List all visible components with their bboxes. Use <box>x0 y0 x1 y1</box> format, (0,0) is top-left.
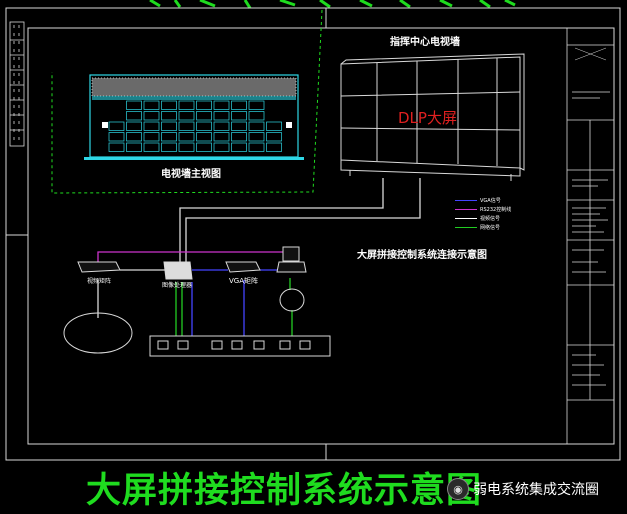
page-title: 大屏拼接控制系统示意图 <box>86 471 483 511</box>
video-matrix-label: 视频矩阵 <box>87 278 112 285</box>
legend-swatch <box>455 226 477 229</box>
devices <box>63 246 307 354</box>
wechat-icon: ◉ <box>447 478 469 500</box>
legend-swatch <box>455 217 477 220</box>
tv-wall-front-view <box>84 74 304 160</box>
title-block <box>566 28 614 444</box>
legend: VGA信号 RS232控制线 视频信号 网络信号 <box>455 196 511 232</box>
vga-matrix-label: VGA矩阵 <box>229 277 259 285</box>
legend-swatch <box>455 208 477 211</box>
connection-lines <box>97 178 421 336</box>
legend-swatch <box>455 199 477 202</box>
dlp-wall-header: 指挥中心电视墙 <box>390 37 460 48</box>
legend-label: VGA信号 <box>480 198 501 204</box>
splice-processor-label: 图像处理器 <box>162 282 193 289</box>
dlp-wall <box>340 53 525 181</box>
dlp-screen-label: DLP大屏 <box>398 109 457 127</box>
legend-label: 网络信号 <box>480 225 501 231</box>
legend-label: 视频信号 <box>480 216 501 222</box>
workstation-bar <box>149 335 331 357</box>
main-view-title: 电视墙主视图 <box>161 169 221 180</box>
legend-item-rs232: RS232控制线 <box>455 205 511 214</box>
connection-diagram-title: 大屏拼接控制系统连接示意图 <box>357 250 487 261</box>
watermark-text: 弱电系统集成交流圈 <box>473 482 599 498</box>
top-title-remnant <box>149 0 516 9</box>
watermark: ◉ 弱电系统集成交流圈 <box>447 478 599 500</box>
outer-frame <box>5 7 621 461</box>
left-margin-strip <box>9 21 25 147</box>
legend-item-video: 视频信号 <box>455 214 511 223</box>
legend-label: RS232控制线 <box>480 207 512 213</box>
legend-item-vga: VGA信号 <box>455 196 511 205</box>
section-divider <box>51 9 323 194</box>
legend-item-network: 网络信号 <box>455 223 511 232</box>
